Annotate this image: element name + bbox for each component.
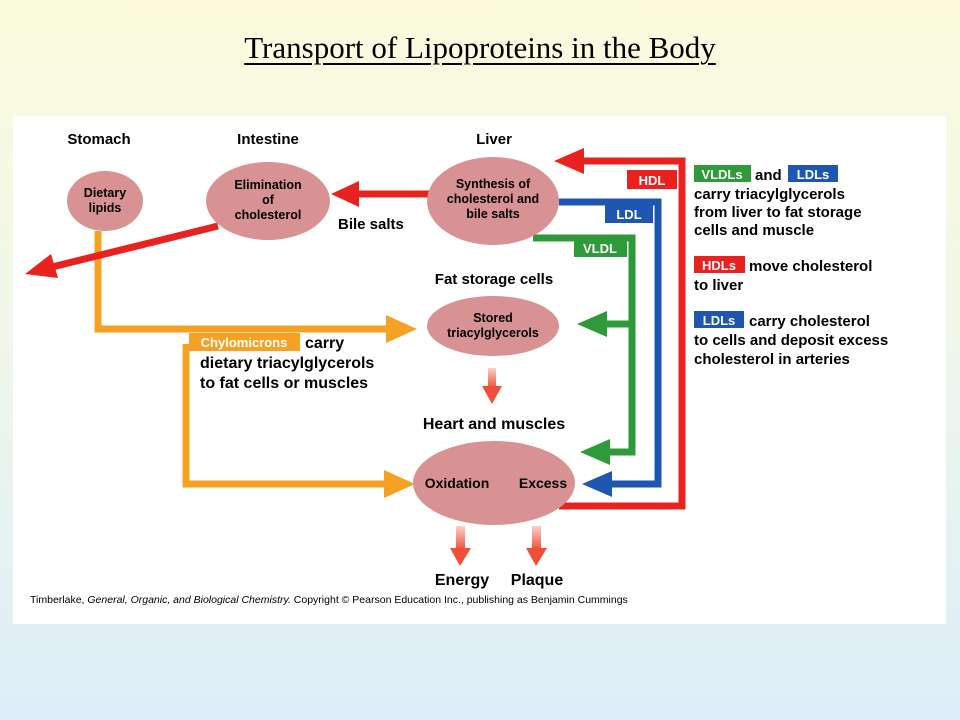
header-liver: Liver [476,131,512,148]
legend-vldl-ldl: VLDLs and LDLs carry triacylglycerols fr… [694,165,862,239]
down-arrow-energy [450,526,471,566]
legend-line: move cholesterol [749,258,872,275]
ldl-pathway [559,198,662,497]
liver-synthesis-node: Synthesis of cholesterol and bile salts [427,157,559,245]
bile-salts-label: Bile salts [338,216,404,233]
diagram-panel: Stomach Intestine Liver [13,116,946,624]
oxidation-excess-node: Oxidation Excess [413,441,575,525]
ldl-tag-text: LDL [616,207,641,222]
legend-line: carry triacylglycerols [694,186,845,203]
slide-title: Transport of Lipoproteins in the Body [244,30,716,65]
bile-salts-arrow [331,181,430,207]
node-label-line: lipids [89,201,122,215]
lipoprotein-transport-diagram: Stomach Intestine Liver [25,131,888,589]
chylomicron-note: Chylomicrons carry dietary triacylglycer… [189,333,374,392]
node-label-line: cholesterol [235,208,302,222]
chylomicron-carry-text: carry [305,335,344,352]
elimination-arrow [25,222,219,278]
credit-author: Timberlake, [30,594,85,606]
node-label-line: cholesterol and [447,192,539,206]
node-label-line: of [262,193,275,207]
legend-line: from liver to fat storage [694,204,862,221]
elimination-node: Elimination of cholesterol [206,162,330,240]
legend-vldls-tag: VLDLs [701,167,742,182]
node-label-line: bile salts [466,207,520,221]
legend-and-text: and [755,167,782,184]
node-label-line: Dietary [84,186,126,200]
node-label-line: Elimination [234,178,301,192]
legend-line: to liver [694,277,743,294]
hdl-tag: HDL [627,170,677,189]
hdl-tag-text: HDL [639,173,666,188]
chylomicron-pathway [94,231,417,498]
energy-label: Energy [435,572,489,589]
legend-line: to cells and deposit excess [694,332,888,349]
chylomicron-note-line: to fat cells or muscles [200,375,368,392]
legend-line: cells and muscle [694,222,814,239]
stored-triacylglycerols-node: Stored triacylglycerols [427,296,559,356]
ldl-tag: LDL [605,204,653,223]
node-label-line: Stored [473,311,513,325]
plaque-label: Plaque [511,572,564,589]
vldl-tag: VLDL [574,238,627,257]
dietary-lipids-node: Dietary lipids [67,171,143,231]
header-fat-storage: Fat storage cells [435,271,553,288]
node-label-line: triacylglycerols [447,326,539,340]
legend-line: carry cholesterol [749,313,870,330]
vldl-tag-text: VLDL [583,241,617,256]
credit-book: General, Organic, and Biological Chemist… [87,594,291,606]
header-stomach: Stomach [67,131,130,148]
legend-hdls-tag: HDLs [702,258,736,273]
chylomicrons-tag-text: Chylomicrons [201,335,288,350]
credit-copyright: Copyright © Pearson Education Inc., publ… [293,594,628,606]
oxidation-label: Oxidation [425,475,490,491]
source-credit: Timberlake, General, Organic, and Biolog… [30,594,628,606]
legend-ldls-tag: LDLs [703,313,736,328]
chylomicron-note-line: dietary triacylglycerols [200,355,374,372]
legend-ldls-tag: LDLs [797,167,830,182]
legend-hdl: HDLs move cholesterol to liver [694,256,872,294]
header-heart-muscles: Heart and muscles [423,416,565,433]
down-arrow-plaque [526,526,547,566]
excess-label: Excess [519,475,567,491]
down-arrow-stored [482,368,502,404]
header-intestine: Intestine [237,131,299,148]
legend-ldl: LDLs carry cholesterol to cells and depo… [694,311,888,368]
node-label-line: Synthesis of [456,177,531,191]
legend-line: cholesterol in arteries [694,351,850,368]
hdl-pathway [554,148,686,510]
